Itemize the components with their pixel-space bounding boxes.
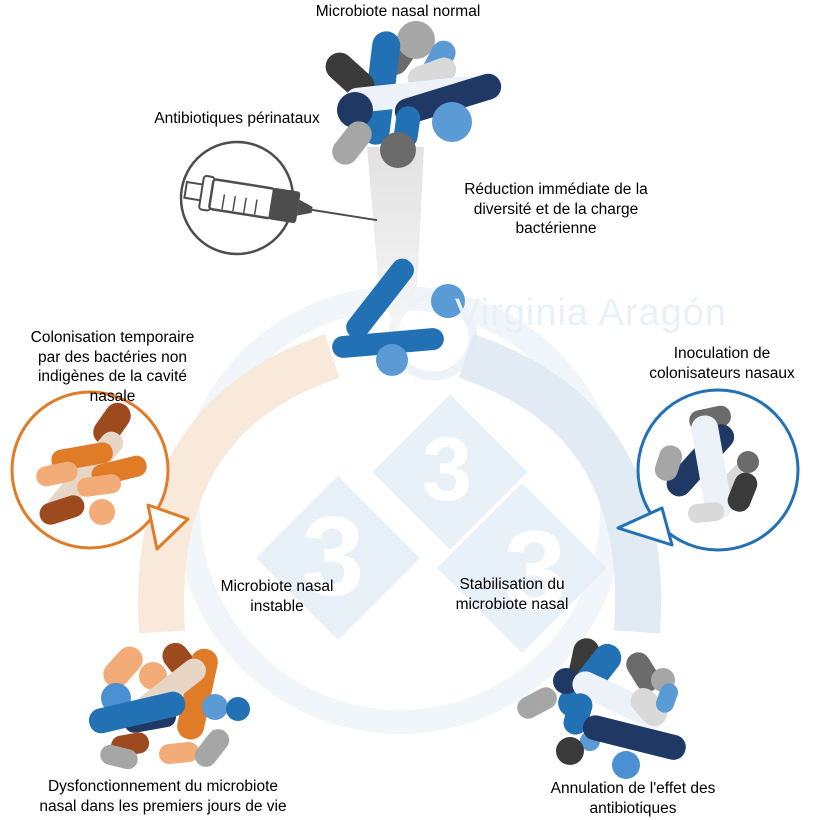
bacteria-coccus — [337, 92, 373, 128]
label-stabilisation: Stabilisation du microbiote nasal — [455, 576, 569, 613]
bacteria-rod — [159, 741, 199, 765]
bacteria-rod — [630, 688, 668, 726]
bubble-pointer — [146, 503, 190, 551]
bacteria-rod — [88, 691, 186, 734]
bacteria-coccus — [380, 132, 416, 168]
bacteria-coccus — [89, 499, 115, 525]
bacteria-rod — [345, 76, 480, 113]
watermark-author: Virginia Aragón — [455, 292, 728, 334]
bacteria-coccus — [556, 737, 584, 765]
bacteria-coccus — [737, 451, 759, 473]
label-unstable-microbiota: Microbiote nasal instable — [220, 578, 334, 615]
bacteria-rod — [332, 328, 444, 358]
bacteria-rod — [77, 474, 122, 497]
barrel-ticks — [221, 194, 258, 215]
bacteria-rod — [691, 415, 732, 520]
inoculation-bubble — [616, 388, 800, 552]
label-inoculation: Inoculation de colonisateurs nasaux — [649, 345, 795, 382]
bacteria-rod — [655, 683, 679, 713]
watermark-graphics: 3 3 3 — [176, 286, 624, 734]
bacteria-coccus — [202, 694, 228, 720]
needle — [311, 208, 378, 222]
left-path-band — [138, 334, 340, 634]
bacteria-coccus — [376, 344, 408, 376]
colonisation-bubble — [10, 390, 190, 551]
bacteria-rod — [177, 648, 218, 740]
bacteria-rod — [582, 715, 686, 760]
bacteria-rod — [517, 687, 557, 719]
bacteria-rod — [688, 502, 725, 523]
label-dysfunction: Dysfonctionnement du microbiote nasal da… — [39, 778, 287, 815]
bacteria-rod — [103, 646, 143, 688]
bacteria-cluster-normal — [325, 21, 502, 168]
bacteria-rod — [39, 495, 85, 525]
label-temporary-colonisation: Colonisation temporaire par des bactérie… — [30, 329, 195, 405]
bacteria-rod — [346, 258, 414, 339]
watermark-badge: 3 — [302, 494, 364, 619]
bacteria-rod — [332, 121, 372, 165]
bacteria-rod — [36, 461, 78, 487]
bacteria-cluster-dysfunctional — [88, 642, 250, 770]
bacteria-coccus — [553, 668, 579, 694]
right-path-band — [458, 334, 662, 634]
bacteria-rod — [727, 472, 758, 512]
bacteria-rod — [93, 402, 131, 446]
watermark-diamond-top: 3 — [372, 394, 528, 550]
hub-taper — [296, 199, 313, 216]
bacteria-cluster-stabilized — [517, 638, 686, 779]
bacteria-coccus — [397, 21, 435, 59]
label-perinatal-antibiotics: Antibiotiques périnataux — [154, 110, 320, 127]
watermark-badge: 3 — [504, 508, 566, 633]
bacteria-coccus — [431, 284, 465, 318]
bacteria-coccus — [226, 697, 250, 721]
bubble-pointer — [616, 506, 674, 547]
bacteria-rod — [654, 445, 683, 481]
bacteria-cluster-reduced — [332, 258, 465, 376]
label-reduction: Réduction immédiate de la diversité et d… — [464, 181, 648, 238]
label-annulation: Annulation de l'effet des antibiotiques — [550, 780, 716, 817]
bacteria-rod — [394, 73, 502, 125]
bacteria-rod — [100, 744, 138, 770]
bacteria-rod — [194, 729, 230, 767]
bacteria-coccus — [432, 102, 472, 142]
label-normal-microbiota: Microbiote nasal normal — [315, 3, 481, 20]
syringe-icon — [179, 140, 378, 256]
bacteria-coccus — [612, 751, 640, 779]
hub — [268, 187, 301, 224]
watermark-diamond-right: 3 — [437, 483, 607, 653]
watermark-badge: 3 — [422, 420, 472, 520]
